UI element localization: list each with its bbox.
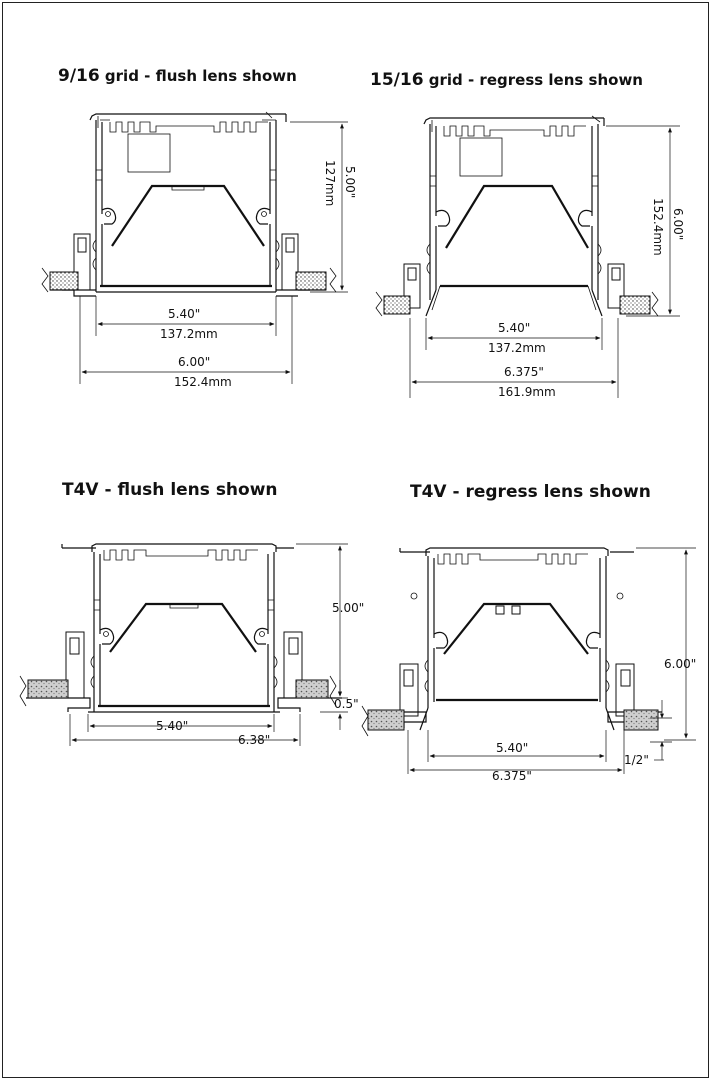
dimension-label: 5.00" [343,166,357,198]
dimension-label: 152.4mm [174,375,232,389]
dimension-label: 6.375" [504,365,544,379]
dimension-label: 5.40" [498,321,530,335]
fixture-section-1: 5.00" 127mm 5.40" 137.2mm 6.00" 152.4mm [41,111,357,389]
dimension-label: 6.00" [664,657,696,671]
dimension-label: 127mm [323,160,337,206]
dimension-label: 6.00" [671,208,685,240]
diagram-title-2: 15/16 grid - regress lens shown [370,70,643,90]
dimension-label: 1/2" [624,753,649,767]
dimension-label: 6.00" [178,355,210,369]
diagram-title-3: T4V - flush lens shown [62,480,278,500]
diagram-title-4: T4V - regress lens shown [410,482,651,502]
dimension-label: 137.2mm [160,327,218,341]
dimension-label: 152.4mm [651,198,665,256]
dimension-label: 6.375" [492,769,532,783]
diagram-title-1: 9/16 grid - flush lens shown [58,66,297,86]
fixture-section-4: 6.00" 1/2" 5.40" 6.375" [361,547,696,783]
dimension-label: 137.2mm [488,341,546,355]
dimension-label: 0.5" [334,697,359,711]
dimension-label: 5.40" [156,719,188,733]
dimension-label: 161.9mm [498,385,556,399]
dimension-label: 6.38" [238,733,270,747]
dimension-label: 5.40" [496,741,528,755]
fixture-section-2: 6.00" 152.4mm 5.40" 137.2mm 6.375" 161.9… [375,115,685,399]
dimension-label: 5.00" [332,601,364,615]
dimension-label: 5.40" [168,307,200,321]
fixture-section-3: 5.00" 0.5" 5.40" 6.38" [19,543,364,747]
